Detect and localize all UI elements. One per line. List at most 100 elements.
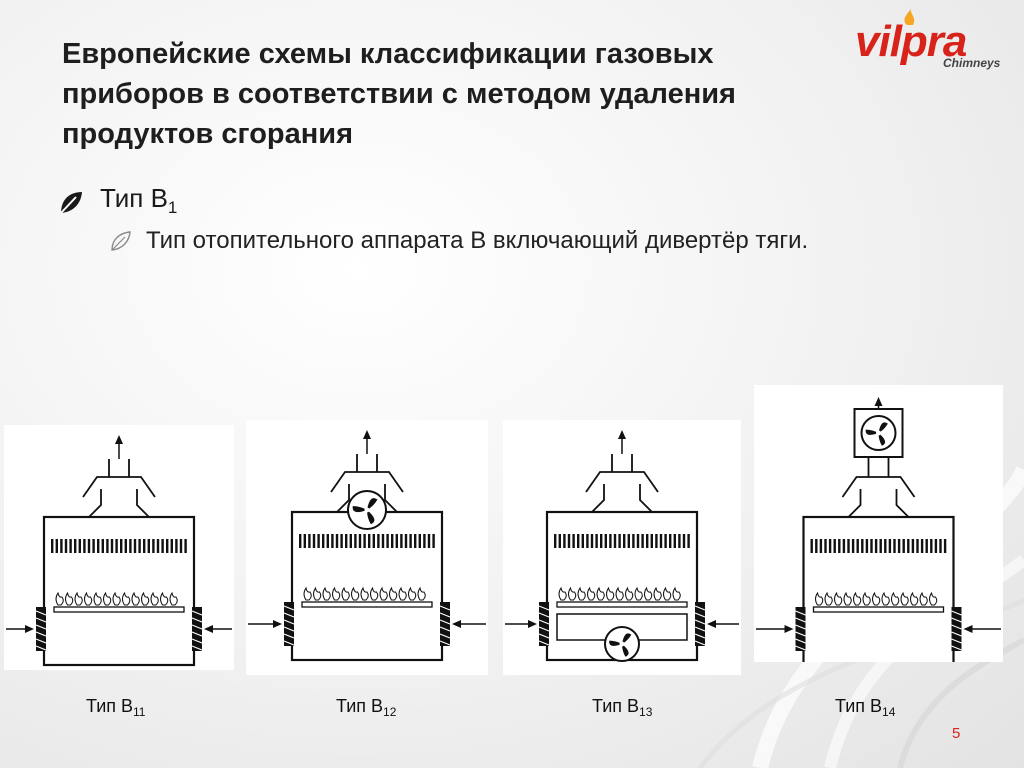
heat-exchanger-fin xyxy=(418,534,421,548)
heat-exchanger-fin xyxy=(340,534,343,548)
heat-exchanger-fin xyxy=(143,539,146,553)
heat-exchanger-fin xyxy=(363,534,366,548)
louvre-slat xyxy=(439,612,451,618)
heat-exchanger-fin xyxy=(345,534,348,548)
burner-flame xyxy=(815,591,824,606)
heat-exchanger-fin xyxy=(372,534,375,548)
logo-subtitle: Chimneys xyxy=(943,56,1001,70)
heat-exchanger-fin xyxy=(659,534,663,548)
louvre-slat xyxy=(795,617,806,623)
diagram-type-b11 xyxy=(6,435,232,667)
heat-exchanger-fin xyxy=(391,534,394,548)
heat-exchanger-fin xyxy=(828,539,832,553)
arrow-head xyxy=(273,620,282,628)
louvre-slat xyxy=(538,605,550,611)
burner-flame xyxy=(625,586,634,601)
air-louvre xyxy=(192,607,202,651)
heat-exchanger-fin xyxy=(110,539,114,553)
louvre-slat xyxy=(191,645,203,651)
louvre-slat xyxy=(694,612,706,618)
heat-exchanger-fin xyxy=(851,539,855,553)
louvre-slat xyxy=(951,610,962,616)
burner-flame xyxy=(313,586,322,601)
burner-flame xyxy=(360,586,369,601)
heat-exchanger-fin xyxy=(184,539,187,553)
diverter-hood xyxy=(841,476,916,498)
burner-flame xyxy=(103,591,112,606)
burner-flame xyxy=(84,591,93,606)
heat-exchanger-fin xyxy=(326,534,329,548)
title-line: приборов в соответствии с методом удален… xyxy=(62,78,736,110)
heat-exchanger-fin xyxy=(563,534,566,548)
figure-caption-b12: Тип В12 xyxy=(336,696,397,719)
heat-exchanger-fin xyxy=(152,539,155,553)
heat-exchanger-fin xyxy=(865,539,869,553)
heat-exchanger-fin xyxy=(888,539,892,553)
burner-flame xyxy=(169,591,178,606)
heat-exchanger-fin xyxy=(303,534,306,548)
arrow-head xyxy=(963,625,973,633)
burner-flame xyxy=(332,586,341,601)
burner-flame xyxy=(672,586,681,601)
burner-flame xyxy=(596,586,605,601)
heat-exchanger-fin xyxy=(179,539,183,553)
heat-exchanger-fin xyxy=(819,539,823,553)
burner-flame xyxy=(112,591,121,606)
arrow-head xyxy=(784,625,794,633)
louvre-slat xyxy=(35,645,47,651)
heat-exchanger-fin xyxy=(655,534,658,548)
air-louvre xyxy=(284,602,294,646)
air-louvre xyxy=(539,602,549,646)
burner-flame xyxy=(910,591,919,606)
heat-exchanger-fin xyxy=(354,534,357,548)
heat-exchanger-fin xyxy=(400,534,403,548)
heat-exchanger-fin xyxy=(92,539,95,553)
burner-flame xyxy=(853,591,862,606)
burner-flame xyxy=(55,591,64,606)
louvre-slat xyxy=(283,626,295,632)
heat-exchanger-fin xyxy=(613,534,617,548)
heat-exchanger-fin xyxy=(810,539,813,553)
burner-flame xyxy=(558,586,567,601)
burner-flame xyxy=(862,591,871,606)
louvre-slat xyxy=(283,612,295,618)
burner-flame xyxy=(150,591,159,606)
arrow-head xyxy=(528,620,537,628)
flue-pipe xyxy=(108,459,130,477)
heat-exchanger-fin xyxy=(299,534,302,548)
fan-icon xyxy=(860,415,897,451)
heat-exchanger-fin xyxy=(414,534,417,548)
heat-exchanger-fin xyxy=(930,539,933,553)
arrow-head xyxy=(874,397,883,406)
arrow-head xyxy=(115,435,123,444)
burner-flame xyxy=(587,586,596,601)
diagram-type-b14 xyxy=(756,397,1001,667)
burner-flame xyxy=(303,586,312,601)
flue-pipe xyxy=(356,454,378,472)
burner-flame xyxy=(568,586,577,601)
louvre-slat xyxy=(795,610,806,616)
diverter-hood xyxy=(585,471,659,493)
heat-exchanger-fin xyxy=(920,539,924,553)
heat-exchanger-fin xyxy=(170,539,173,553)
heat-exchanger-fin xyxy=(161,539,164,553)
heat-exchanger-fin xyxy=(682,534,686,548)
heat-exchanger-fin xyxy=(902,539,905,553)
heat-exchanger-fin xyxy=(838,539,841,553)
heat-exchanger-fin xyxy=(847,539,850,553)
flame-icon xyxy=(904,9,915,25)
heat-exchanger-fin xyxy=(600,534,603,548)
louvre-slat xyxy=(795,645,806,651)
heat-exchanger-fin xyxy=(609,534,612,548)
louvre-slat xyxy=(191,617,203,623)
burner-flame xyxy=(843,591,852,606)
louvre-slat xyxy=(795,624,806,630)
heat-exchanger-fin xyxy=(916,539,919,553)
heat-exchanger-fin xyxy=(618,534,621,548)
louvre-slat xyxy=(439,626,451,632)
heat-exchanger-fin xyxy=(87,539,91,553)
arrow-head xyxy=(25,625,34,633)
burner-flame xyxy=(834,591,843,606)
heat-exchanger-fin xyxy=(623,534,626,548)
heat-exchanger-fin xyxy=(129,539,132,553)
